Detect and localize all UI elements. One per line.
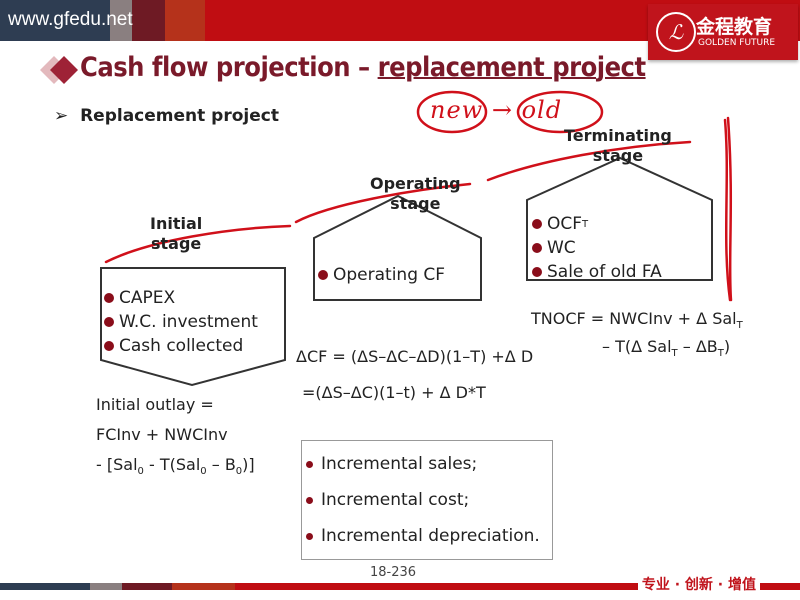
bullet-icon <box>532 267 542 277</box>
bullet-icon <box>318 270 328 280</box>
bullet-icon <box>104 341 114 351</box>
delta-cf-formula-2: =(ΔS–ΔC)(1–t) + Δ D*T <box>302 383 486 402</box>
bullet-icon <box>104 293 114 303</box>
initial-stage-shape <box>100 267 286 387</box>
list-item: Incremental depreciation. <box>306 518 552 554</box>
title-diamond-icon <box>40 56 78 84</box>
handwritten-strokes <box>104 90 733 302</box>
bullet-icon <box>532 219 542 229</box>
operating-stage-list: Operating CF <box>318 263 445 287</box>
initial-outlay-formula: Initial outlay = FCInv + NWCInv - [Sal0 … <box>96 395 255 478</box>
handwritten-annotation: new → old <box>430 96 563 124</box>
site-url: www.gfedu.net <box>8 9 133 30</box>
bullet-icon <box>306 496 313 504</box>
tnocf-formula: TNOCF = NWCInv + Δ SalT <box>531 309 743 332</box>
logo-text: 金程教育 <box>696 16 773 38</box>
footer-slogan: 专业 · 创新 · 增值 <box>637 574 760 594</box>
list-item: W.C. investment <box>104 310 258 334</box>
list-item: Operating CF <box>318 263 445 287</box>
logo-subtext: GOLDEN FUTURE <box>698 38 776 48</box>
delta-cf-formula: ΔCF = (ΔS–ΔC–ΔD)(1–T) +Δ D <box>296 347 534 366</box>
incremental-items-box: Incremental sales; Incremental cost; Inc… <box>301 440 553 560</box>
list-item: Incremental sales; <box>306 446 552 482</box>
logo-seal-icon: ℒ <box>656 12 696 52</box>
operating-stage-shape <box>313 194 482 301</box>
page-title: Cash flow projection – replacement proje… <box>80 52 646 83</box>
list-item: Cash collected <box>104 334 258 358</box>
footer-bar <box>0 583 800 590</box>
terminating-stage-shape <box>526 156 713 281</box>
page-number: 18-236 <box>370 565 417 580</box>
list-item: CAPEX <box>104 286 258 310</box>
list-item: Sale of old FA <box>532 260 662 284</box>
logo: ℒ 金程教育 GOLDEN FUTURE <box>648 4 798 60</box>
bullet-icon <box>532 243 542 253</box>
bullet-icon <box>104 317 114 327</box>
tnocf-formula-2: – T(Δ SalT – ΔBT) <box>602 337 731 360</box>
initial-stage-list: CAPEX W.C. investment Cash collected <box>104 286 258 358</box>
subtitle: ➢ Replacement project <box>54 106 279 126</box>
list-item: WC <box>532 236 662 260</box>
bullet-icon <box>306 532 313 540</box>
list-item: Incremental cost; <box>306 482 552 518</box>
bullet-icon <box>306 460 313 468</box>
